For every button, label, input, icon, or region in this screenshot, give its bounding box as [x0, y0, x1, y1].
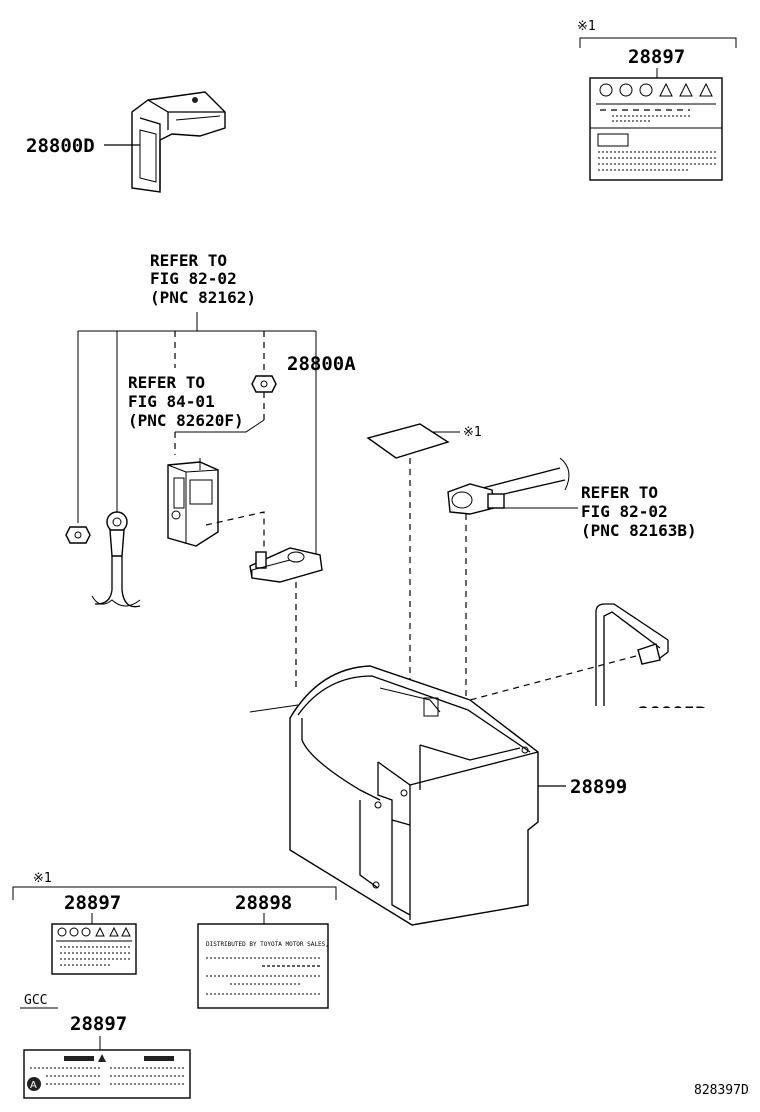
part-28800D-label: 28800D: [26, 135, 95, 157]
footer-code: 828397D: [694, 1083, 749, 1098]
nut-left: [65, 526, 91, 544]
note-ref-top: REFER TO FIG 82-02 (PNC 82162): [150, 251, 256, 307]
battery-box-28899: [249, 665, 539, 926]
bracket-28800D: [131, 91, 226, 193]
ref-mid-line-2: FIG 84-01: [128, 392, 215, 411]
svg-text:A: A: [30, 1080, 37, 1091]
ref-top-line-1: REFER TO: [150, 251, 227, 270]
ref-right-line-1: REFER TO: [581, 483, 658, 502]
part-28898-label: 28898: [235, 892, 292, 914]
nut-top: [251, 375, 277, 393]
terminal-block: [167, 458, 219, 547]
label-sheet: [366, 423, 450, 459]
ref-top-line-2: FIG 82-02: [150, 269, 237, 288]
mark-bl-label: ※1: [33, 871, 52, 886]
part-28897-top-label: 28897: [628, 46, 685, 68]
ref-top-line-3: (PNC 82162): [150, 288, 256, 307]
label-28898: DISTRIBUTED BY TOYOTA MOTOR SALES,: [197, 923, 329, 1009]
note-ref-right: REFER TO FIG 82-02 (PNC 82163B): [581, 483, 697, 540]
part-28899-label: 28899: [570, 776, 627, 798]
note-ref-mid: REFER TO FIG 84-01 (PNC 82620F): [128, 373, 244, 430]
ref-mid-line-1: REFER TO: [128, 373, 205, 392]
cable-eyelet: [91, 511, 141, 608]
warning-label-28897-bl: [51, 923, 137, 975]
label-28898-text: DISTRIBUTED BY TOYOTA MOTOR SALES,: [206, 941, 329, 948]
warning-label-28897-gcc: A: [23, 1049, 191, 1099]
ref-right-line-2: FIG 82-02: [581, 502, 668, 521]
warning-label-28897-top: [589, 77, 723, 181]
part-28800A-label: 28800A: [287, 353, 356, 375]
mark-sheet-label: ※1: [463, 425, 482, 440]
hold-down-rod: [595, 603, 669, 708]
part-28897-bl-label: 28897: [64, 892, 121, 914]
mark-top-label: ※1: [577, 19, 596, 34]
part-28897-gcc-label: 28897: [70, 1013, 127, 1035]
negative-cable-terminal: [447, 457, 570, 515]
battery-post-terminal: [249, 547, 323, 583]
ref-right-line-3: (PNC 82163B): [581, 521, 697, 540]
gcc-label: GCC: [24, 993, 47, 1008]
ref-mid-line-3: (PNC 82620F): [128, 411, 244, 430]
